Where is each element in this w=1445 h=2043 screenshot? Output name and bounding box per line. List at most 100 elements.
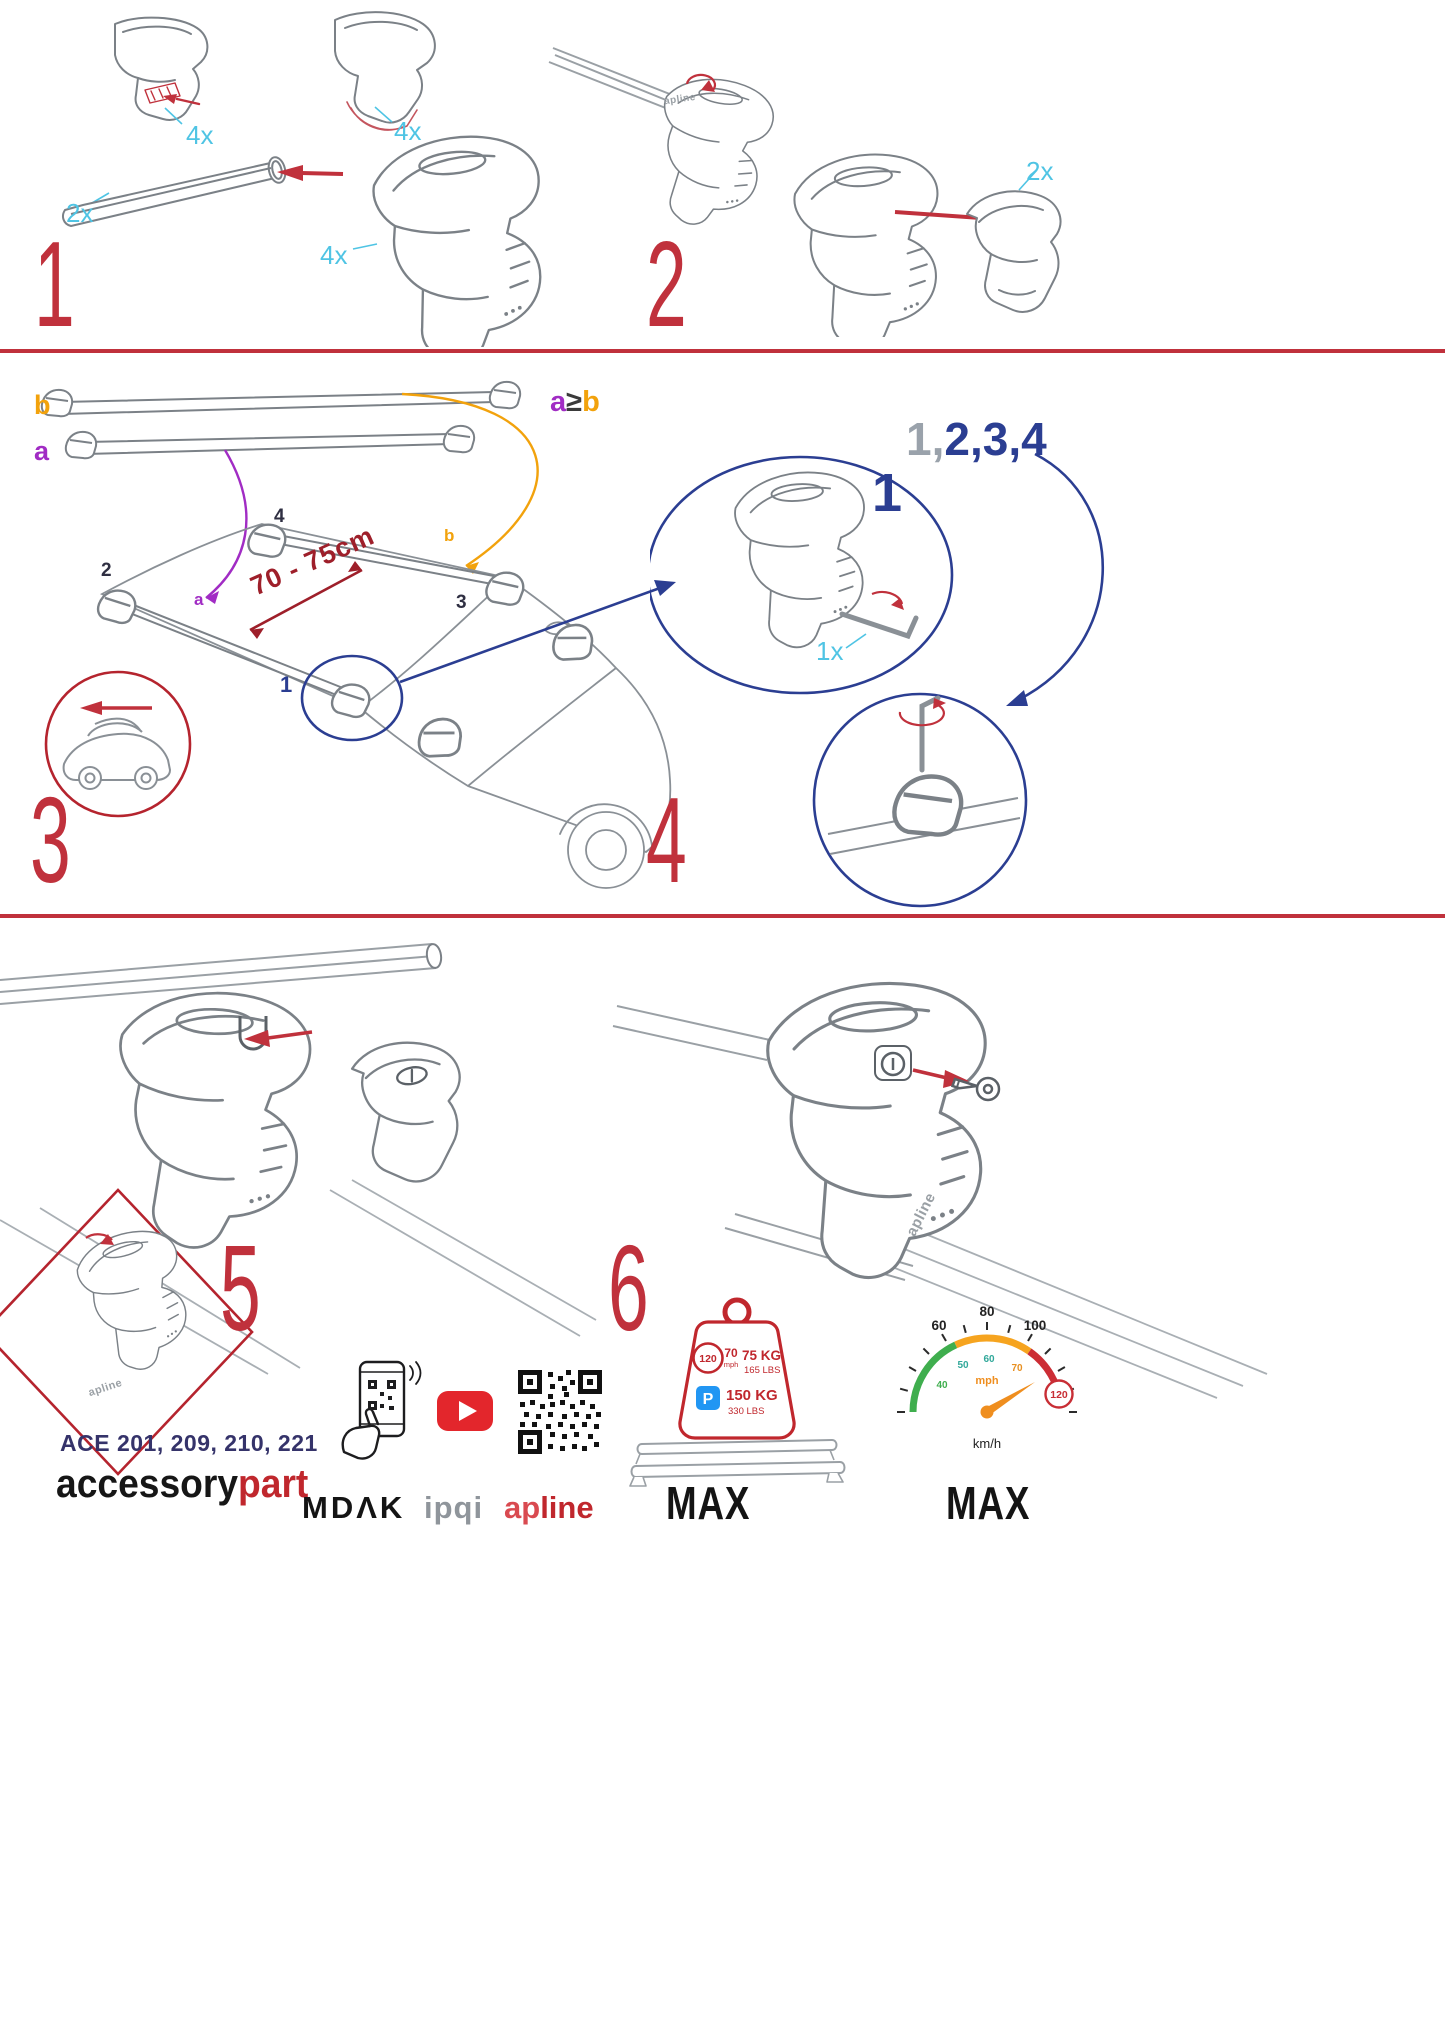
- roof-pos-3: 3: [456, 592, 467, 613]
- step6-number: 6: [608, 1220, 649, 1356]
- detail-callout-1: 1: [872, 463, 903, 523]
- section-divider-2: [0, 914, 1445, 918]
- lock-housing-foot: [112, 988, 314, 1253]
- allen-key: [839, 611, 919, 640]
- tag-kg2: 150 KG: [726, 1387, 778, 1404]
- detail-foot: [731, 467, 875, 652]
- roof-front-bar: [111, 597, 349, 699]
- step1-illustration: [62, 11, 558, 347]
- qty-label-4x-a: 4x: [186, 120, 214, 150]
- crossbar-a: [64, 424, 476, 460]
- max-label-weight: MAX: [666, 1477, 751, 1529]
- mdak-logo: MDΛK: [302, 1490, 406, 1525]
- distance-arrow: [249, 561, 363, 639]
- clamp-part-a: [114, 16, 209, 121]
- rule-b: b: [582, 386, 600, 418]
- blue-highlight-circle: [300, 654, 404, 742]
- max-load-tag: 120 70 mph 75 KG 165 LBS P 150 KG 330 LB…: [678, 1297, 796, 1440]
- crossbar-lines: [0, 943, 443, 1005]
- tag-speed-limit: 120: [699, 1353, 717, 1365]
- gauge-inner-50: 50: [957, 1360, 969, 1371]
- step4-illustration: [650, 452, 1104, 908]
- step3-illustration: [40, 380, 676, 889]
- rule-a: a: [550, 386, 567, 418]
- step2-illustration: [548, 47, 1062, 337]
- cyan-leader: [845, 633, 867, 649]
- allen-key-vertical: [919, 695, 941, 773]
- blue-arrow-to-detail: [399, 580, 676, 684]
- apline-logo: apline: [504, 1490, 594, 1526]
- step1-number: 1: [34, 216, 75, 352]
- roof-pos-4: 4: [274, 506, 285, 527]
- cyan-leader-lines: [86, 106, 393, 250]
- roof-rear-bar: [258, 531, 495, 585]
- qty-label-2x-cover: 2x: [1026, 156, 1054, 186]
- car-direction-badge: [44, 670, 192, 818]
- tag-parking: P: [703, 1391, 714, 1408]
- apline-line: line: [540, 1490, 594, 1525]
- roof-a-label: a: [194, 590, 204, 609]
- rail-lines: [874, 1232, 1268, 1399]
- roof-foot-4: [246, 521, 288, 559]
- scan-phone-icon: [341, 1360, 422, 1460]
- gauge-60: 60: [931, 1318, 946, 1333]
- accessorypart-red: part: [238, 1462, 309, 1506]
- gauge-arc-green: [909, 1341, 958, 1413]
- cover-piece: [966, 190, 1062, 313]
- red-rotate-arrow-2: [898, 702, 945, 727]
- crossbar: [62, 156, 287, 227]
- crossbar-b: [40, 380, 522, 418]
- tag-lbs2: 330 LBS: [728, 1406, 764, 1417]
- gauge-100: 100: [1024, 1318, 1047, 1333]
- roof-b-label: b: [444, 526, 455, 545]
- tag-speed-unit: mph: [724, 1360, 739, 1369]
- gauge-limit: 120: [1050, 1389, 1068, 1401]
- rule-a-gte-b: a≥b: [550, 386, 600, 419]
- gauge-arc-orange: [954, 1334, 1032, 1355]
- step6-illustration: [612, 976, 1268, 1399]
- max-label-speed: MAX: [946, 1477, 1031, 1529]
- qty-label-4x-foot: 4x: [320, 240, 348, 270]
- step5-number: 5: [220, 1220, 261, 1356]
- gauge-inner-60: 60: [983, 1354, 995, 1365]
- tag-lbs: 165 LBS: [744, 1365, 780, 1376]
- gauge-inner-40: 40: [936, 1380, 948, 1391]
- blue-connector: [1006, 452, 1104, 706]
- youtube-icon: [437, 1391, 493, 1431]
- keyhole: [874, 1045, 912, 1081]
- clamp-part-b: [334, 11, 436, 131]
- detail-circle-1: [650, 455, 954, 695]
- bar-lines: [612, 1005, 914, 1281]
- gauge-inner-70: 70: [1011, 1363, 1023, 1374]
- gauge-80: 80: [979, 1304, 994, 1319]
- red-rotate-arrow: [685, 73, 716, 91]
- gauge-unit: mph: [975, 1375, 999, 1387]
- lockable-foot: [762, 976, 999, 1284]
- roof-pos-2: 2: [101, 560, 112, 581]
- ipqi-logo: ipqi: [424, 1490, 484, 1525]
- red-diamond: [0, 1188, 254, 1476]
- qty-label-1x-tool: 1x: [816, 636, 844, 666]
- section-divider-1: [0, 349, 1445, 353]
- bar-b-label: b: [34, 390, 51, 420]
- orange-arrow-b: [401, 392, 539, 574]
- rule-op: ≥: [566, 386, 583, 418]
- roof-pos-1: 1: [280, 672, 293, 697]
- apline-ap: ap: [504, 1490, 541, 1525]
- lock-cover-piece: [350, 1041, 461, 1183]
- loose-foot-a: [414, 715, 465, 761]
- tighten-sequence: 1,2,3,4: [906, 412, 1047, 466]
- speedometer: 60 80 100 40 50 60 70 mph 120 km/h: [897, 1304, 1077, 1451]
- gauge-needle: [987, 1382, 1035, 1417]
- red-arrow-to-bar: [277, 165, 344, 181]
- qty-label-2x-bar: 2x: [66, 198, 94, 228]
- step5-illustration: [0, 943, 597, 1476]
- bar-a-label: a: [34, 436, 50, 466]
- tag-speed: 70: [724, 1346, 738, 1360]
- tag-body: [678, 1320, 796, 1440]
- sequence-blue: 2,3,4: [944, 413, 1047, 465]
- qr-code: [518, 1370, 602, 1454]
- accessorypart-logo: accessorypart: [56, 1462, 308, 1507]
- qty-label-4x-b: 4x: [394, 116, 422, 146]
